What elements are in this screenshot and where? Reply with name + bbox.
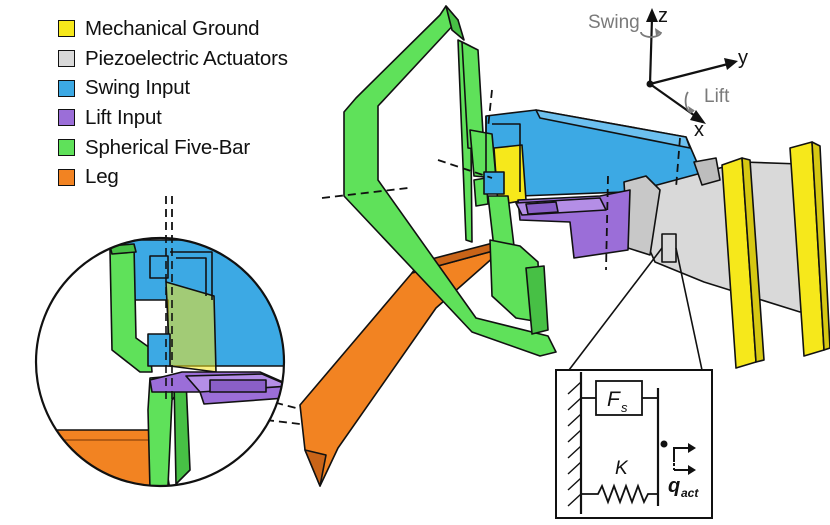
legend-label: Swing Input xyxy=(85,76,190,100)
force-label: F xyxy=(607,388,621,411)
legend-label: Lift Input xyxy=(85,105,162,129)
main-assembly xyxy=(249,5,830,487)
legend-item: Swing Input xyxy=(58,73,288,103)
leg xyxy=(299,237,513,487)
axis-z-label: z xyxy=(658,5,668,27)
force-subscript: s xyxy=(621,400,628,415)
axis-x-label: x xyxy=(694,119,704,141)
legend: Mechanical Ground Piezoelectric Actuator… xyxy=(58,14,288,192)
axis-y-label: y xyxy=(738,47,748,69)
legend-item: Spherical Five-Bar xyxy=(58,133,288,163)
output-subscript: act xyxy=(681,486,699,500)
swing-input xyxy=(485,109,709,197)
zoom-inset xyxy=(34,196,286,488)
legend-item: Mechanical Ground xyxy=(58,14,288,44)
swing-label: Swing xyxy=(588,12,640,33)
coordinate-frame: z y x Swing Lift xyxy=(588,5,748,141)
legend-label: Piezoelectric Actuators xyxy=(85,46,288,70)
legend-swatch-spherical-five-bar xyxy=(58,139,75,157)
spherical-five-bar xyxy=(343,5,557,357)
legend-label: Spherical Five-Bar xyxy=(85,135,251,159)
ground-hatch xyxy=(567,381,582,507)
mechanical-ground xyxy=(493,141,830,369)
legend-swatch-mechanical-ground xyxy=(58,20,75,38)
legend-item: Leg xyxy=(58,162,288,192)
legend-item: Lift Input xyxy=(58,103,288,133)
actuator-model-labels: F s K q act xyxy=(607,388,699,500)
lift-input xyxy=(515,189,631,259)
legend-label: Mechanical Ground xyxy=(85,16,260,40)
legend-swatch-lift-input xyxy=(58,109,75,127)
legend-swatch-leg xyxy=(58,168,75,186)
lift-label: Lift xyxy=(704,86,730,107)
legend-swatch-swing-input xyxy=(58,79,75,97)
output-label: q xyxy=(668,475,680,497)
spring xyxy=(581,483,658,505)
legend-swatch-piezo-actuators xyxy=(58,50,75,68)
actuator-model xyxy=(555,247,713,519)
legend-label: Leg xyxy=(85,165,119,189)
legend-item: Piezoelectric Actuators xyxy=(58,44,288,74)
stiffness-label: K xyxy=(615,458,629,479)
